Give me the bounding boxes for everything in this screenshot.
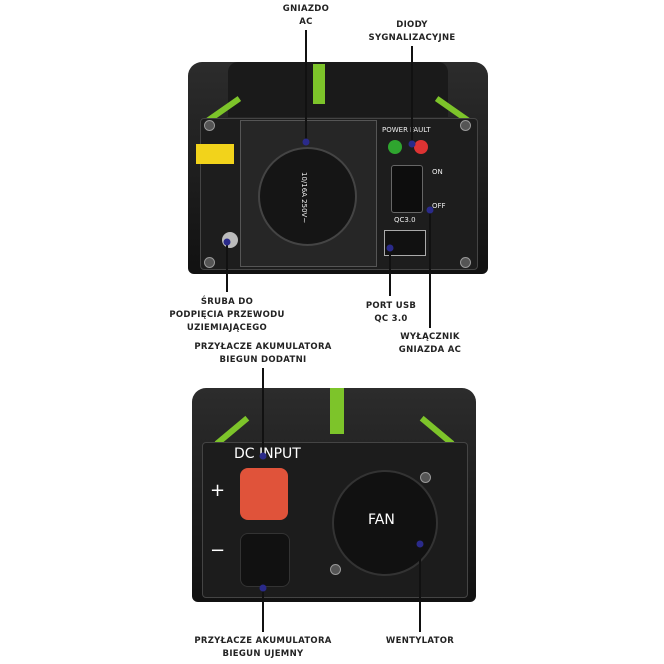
minus-sign: − [210, 540, 226, 561]
negative-terminal[interactable] [240, 533, 290, 587]
fault-led [414, 140, 428, 154]
socket-rating: 10/16A 250V~ [300, 172, 308, 224]
positive-terminal[interactable] [240, 468, 288, 520]
on-label: ON [432, 168, 443, 176]
ac-switch[interactable] [391, 165, 423, 213]
dc-input-label: DC INPUT [234, 446, 301, 462]
off-label: OFF [432, 202, 446, 210]
inverter-dc-side: DC INPUT + − FAN [192, 388, 476, 602]
ac-socket [258, 147, 357, 246]
label-fan: WENTYLATOR [385, 636, 455, 646]
inverter-ac-side: 10/16A 250V~ POWER FAULT QC3.0 ON OFF [188, 62, 488, 274]
qc-label: QC3.0 [394, 216, 416, 224]
power-led [388, 140, 402, 154]
plus-sign: + [210, 480, 226, 501]
warning-sticker [196, 144, 234, 164]
power-led-label: POWER [382, 126, 408, 134]
fault-led-label: FAULT [410, 126, 431, 134]
fan-label: FAN [368, 512, 395, 528]
usb-port[interactable] [384, 230, 426, 256]
